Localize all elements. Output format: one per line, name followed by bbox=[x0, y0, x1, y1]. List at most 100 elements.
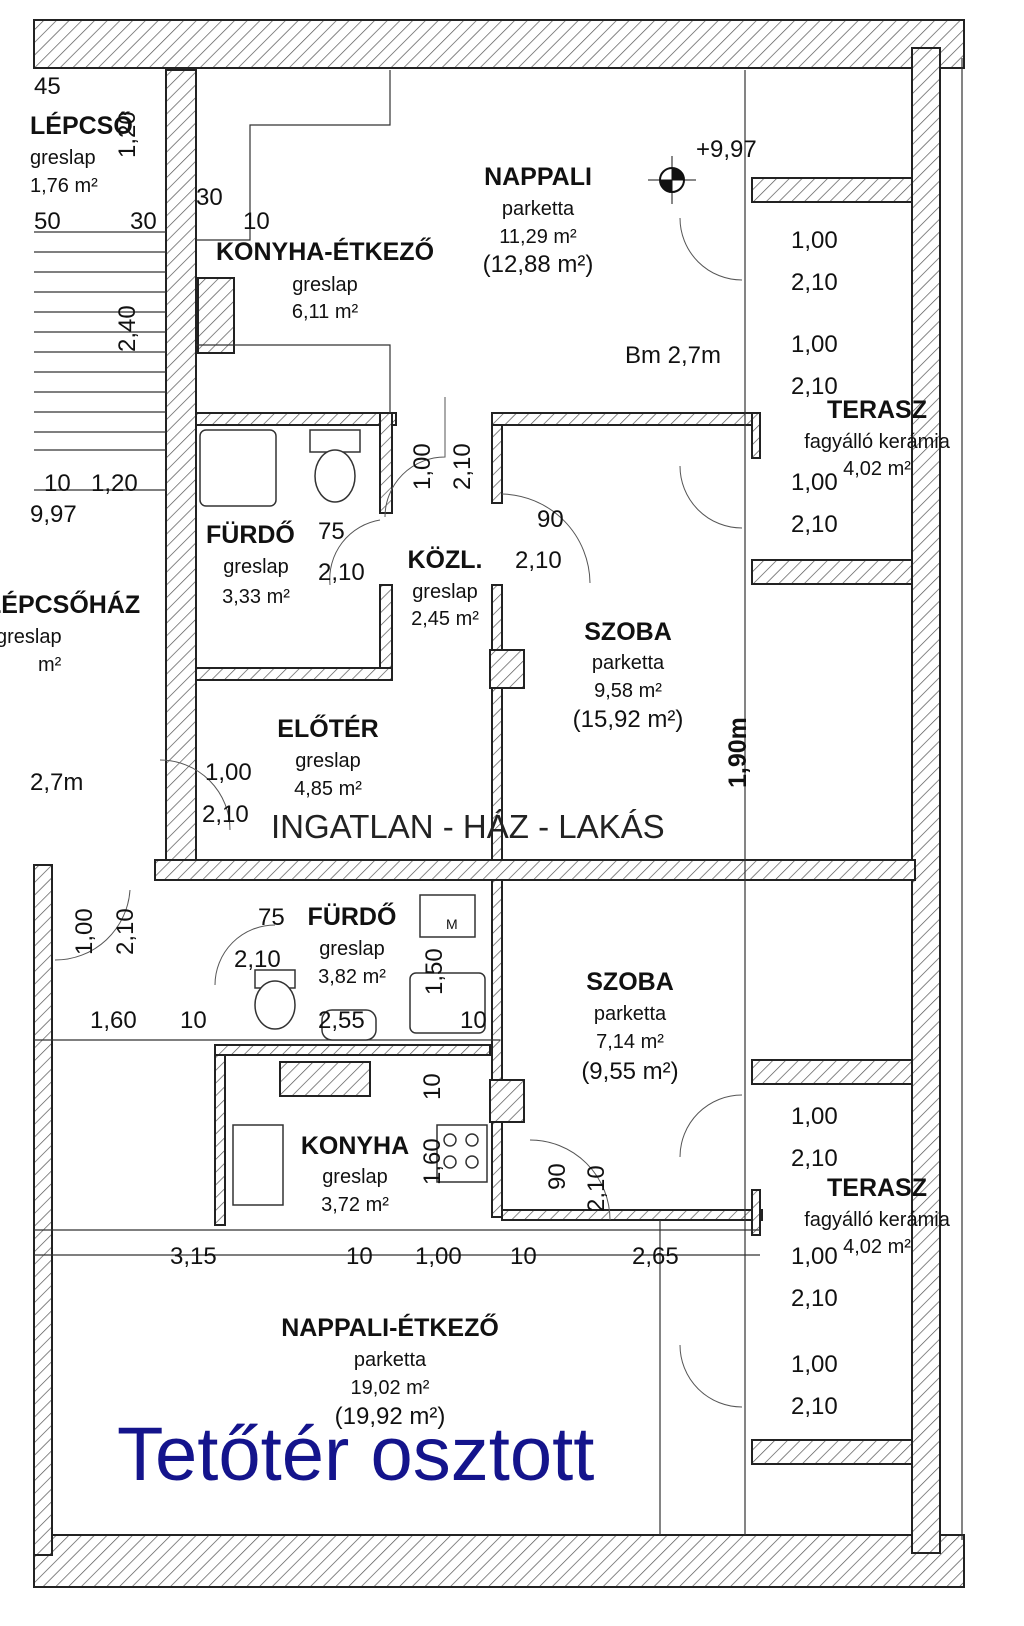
dim-120-b: 1,20 bbox=[91, 470, 138, 497]
dim-10-e: 10 bbox=[419, 1073, 446, 1100]
chimney-lower bbox=[279, 1061, 371, 1097]
meter-label: M bbox=[446, 916, 458, 932]
room-name-konyha: KONYHA bbox=[301, 1132, 409, 1160]
annotations: +9,97 9,97 Bm 2,7m 2,7m 1,90m bbox=[30, 136, 757, 796]
dim-315: 3,15 bbox=[170, 1243, 217, 1270]
toilet-bowl bbox=[314, 449, 356, 503]
dim-120-a: 1,20 bbox=[114, 111, 141, 158]
room-material-furdo-1: greslap bbox=[223, 556, 289, 578]
room-name-szoba-1: SZOBA bbox=[584, 618, 672, 646]
dim-10-a: 10 bbox=[243, 208, 270, 235]
room-total-nappali-etkezo: (19,92 m²) bbox=[335, 1403, 446, 1430]
wall-bath-right bbox=[379, 412, 393, 514]
interior-walls bbox=[154, 69, 916, 1465]
room-material-szoba-2: parketta bbox=[594, 1003, 667, 1025]
dim-210-a: 2,10 bbox=[449, 443, 476, 490]
room-name-kozl: KÖZL. bbox=[408, 545, 483, 574]
terrace2-door2-width: 1,00 bbox=[791, 1243, 838, 1270]
eloter-door-width: 1,00 bbox=[205, 759, 252, 786]
dim-10-b: 10 bbox=[44, 470, 71, 497]
washbasin bbox=[409, 972, 486, 1034]
dim-10-d: 10 bbox=[460, 1007, 487, 1034]
wall-terrace2-post bbox=[751, 1189, 761, 1236]
wall-kitchen-right bbox=[491, 1121, 503, 1218]
wall-room-top bbox=[491, 412, 753, 426]
wall-bath-top bbox=[195, 412, 397, 426]
room-name-lepcsohaz: LÉPCSŐHÁZ bbox=[0, 590, 140, 619]
dim-150: 1,50 bbox=[421, 948, 448, 995]
dim-100-b: 1,00 bbox=[415, 1243, 462, 1270]
room-area-terasz-1: 4,02 m² bbox=[843, 458, 911, 480]
ceiling-lines bbox=[34, 70, 760, 1535]
wall-kitchen-top bbox=[214, 1044, 491, 1056]
dim-210-e: 2,10 bbox=[583, 1165, 610, 1212]
dim-45: 45 bbox=[34, 73, 61, 100]
wall-top bbox=[33, 19, 965, 69]
terrace2-top bbox=[751, 1059, 913, 1085]
wall-right bbox=[911, 47, 941, 1554]
level-label-left: 9,97 bbox=[30, 501, 77, 528]
room-area-szoba-1: 9,58 m² bbox=[594, 680, 662, 702]
room-area-lepcsohaz: m² bbox=[38, 654, 62, 676]
terrace2-door2-height: 2,10 bbox=[791, 1285, 838, 1312]
room-area-szoba-2: 7,14 m² bbox=[596, 1031, 664, 1053]
dim-160-b: 1,60 bbox=[419, 1138, 446, 1185]
room-material-konyha-etkezo: greslap bbox=[292, 274, 358, 296]
dim-240: 2,40 bbox=[114, 305, 141, 352]
door-swings bbox=[54, 217, 743, 1408]
plan-title: Tetőtér osztott bbox=[117, 1412, 594, 1497]
terrace1-top bbox=[751, 177, 913, 203]
toilet-tank bbox=[309, 429, 361, 453]
dim-210-d: 2,10 bbox=[234, 946, 281, 973]
wall-left-lower bbox=[33, 864, 53, 1556]
dimension-labels: 1,20 30 50 30 10 2,40 10 1,20 1,00 2,10 … bbox=[34, 111, 838, 1420]
dim-255: 2,55 bbox=[318, 1007, 365, 1034]
room-name-terasz-1: TERASZ bbox=[827, 396, 927, 424]
dim-210-c: 2,10 bbox=[515, 547, 562, 574]
room-name-furdo-2: FÜRDŐ bbox=[308, 902, 397, 931]
dim-75-b: 75 bbox=[258, 904, 285, 931]
dim-90-a: 90 bbox=[537, 506, 564, 533]
room-area-nappali-etkezo: 19,02 m² bbox=[351, 1377, 430, 1399]
room-total-nappali: (12,88 m²) bbox=[483, 251, 594, 278]
wall-room2-bottom bbox=[501, 1209, 763, 1221]
room-material-kozl: greslap bbox=[412, 581, 478, 603]
wall-mid-vert bbox=[491, 879, 503, 1081]
terrace1-door3-height: 2,10 bbox=[791, 511, 838, 538]
terrace2-bottom bbox=[751, 1439, 913, 1465]
dim-210-b: 2,10 bbox=[318, 559, 365, 586]
room-material-lepcso: greslap bbox=[30, 147, 96, 169]
dim-75-a: 75 bbox=[318, 518, 345, 545]
room-area-nappali: 11,29 m² bbox=[499, 226, 577, 248]
room-name-lepcso: LÉPCSŐ bbox=[30, 111, 133, 140]
room-area-eloter: 4,85 m² bbox=[294, 778, 362, 800]
room-name-nappali-etkezo: NAPPALI-ÉTKEZŐ bbox=[281, 1313, 499, 1342]
room-name-nappali: NAPPALI bbox=[484, 163, 592, 191]
dim-100-a: 1,00 bbox=[409, 443, 436, 490]
toilet-bowl-2 bbox=[254, 980, 296, 1030]
eloter-door-height: 2,10 bbox=[202, 801, 249, 828]
room-area-furdo-2: 3,82 m² bbox=[318, 966, 386, 988]
terrace1-door3-width: 1,00 bbox=[791, 469, 838, 496]
wall-bottom bbox=[33, 1534, 965, 1588]
dim-10-g: 10 bbox=[510, 1243, 537, 1270]
room-total-szoba-2: (9,55 m²) bbox=[581, 1058, 678, 1085]
dim-90-b: 90 bbox=[544, 1163, 571, 1190]
room-area-konyha: 3,72 m² bbox=[321, 1194, 389, 1216]
room-area-kozl: 2,45 m² bbox=[411, 608, 479, 630]
dim-265: 2,65 bbox=[632, 1243, 679, 1270]
room-material-szoba-1: parketta bbox=[592, 652, 665, 674]
wall-room-left bbox=[491, 412, 503, 504]
outer-walls bbox=[33, 19, 965, 1588]
bm-label-1: Bm 2,7m bbox=[625, 342, 721, 369]
terrace2-door1-height: 2,10 bbox=[791, 1145, 838, 1172]
shower-tray bbox=[199, 429, 277, 507]
dim-30-a: 30 bbox=[196, 184, 223, 211]
room-name-konyha-etkezo: KONYHA-ÉTKEZŐ bbox=[216, 237, 434, 266]
wall-bath-right2 bbox=[379, 584, 393, 681]
terrace2-door3-width: 1,00 bbox=[791, 1351, 838, 1378]
level-label: +9,97 bbox=[696, 136, 757, 163]
stove bbox=[436, 1124, 488, 1183]
terrace1-bottom bbox=[751, 559, 913, 585]
